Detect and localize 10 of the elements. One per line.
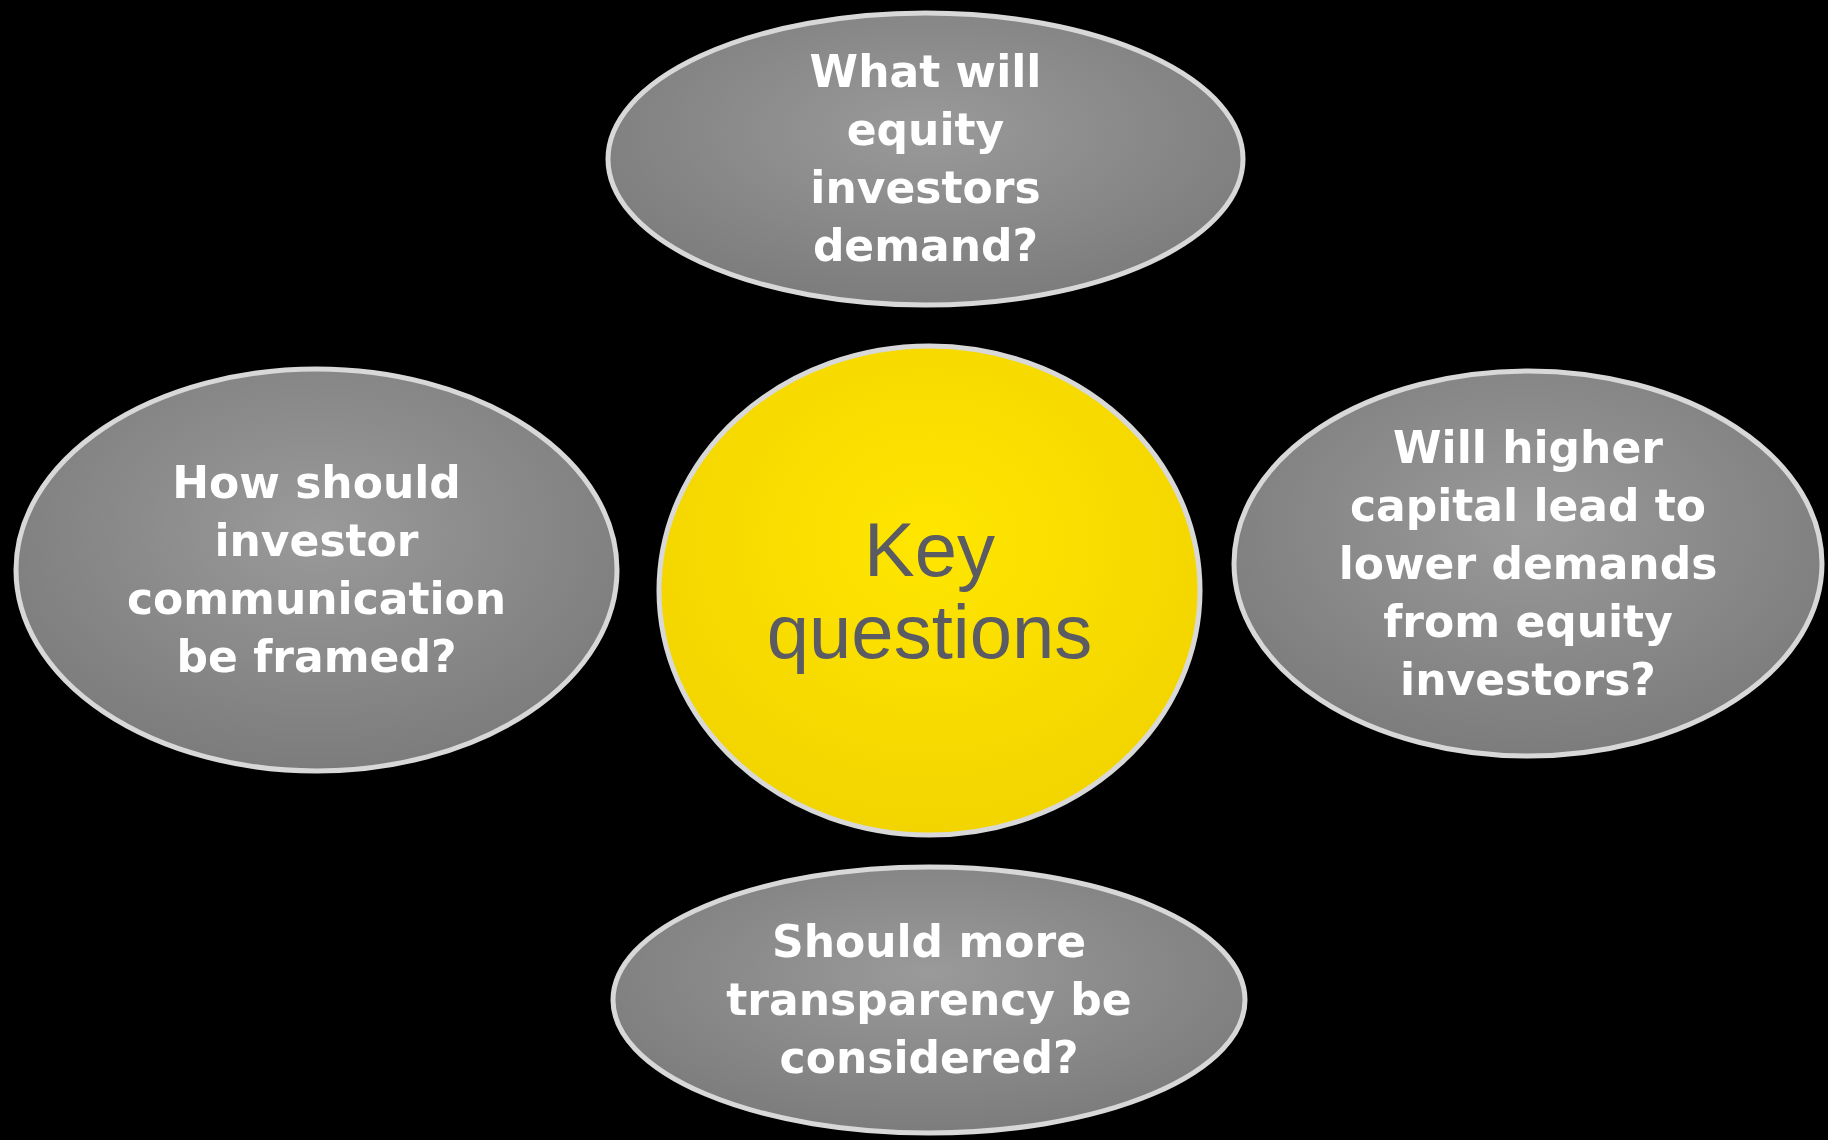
center-circle (655, 342, 1204, 839)
question-text: Will higher capital lead to lower demands from equity investors? (1337, 420, 1719, 707)
center-title: Key questions (765, 508, 1094, 673)
question-text: What will equity investors demand? (808, 45, 1043, 273)
question-ellipse (609, 863, 1249, 1137)
question-ellipse (604, 9, 1247, 309)
question-text: Should more transparency be considered? (725, 915, 1133, 1085)
question-ellipse (12, 365, 621, 775)
question-text: How should investor communication be framed? (125, 456, 508, 684)
question-ellipse (1230, 367, 1826, 760)
